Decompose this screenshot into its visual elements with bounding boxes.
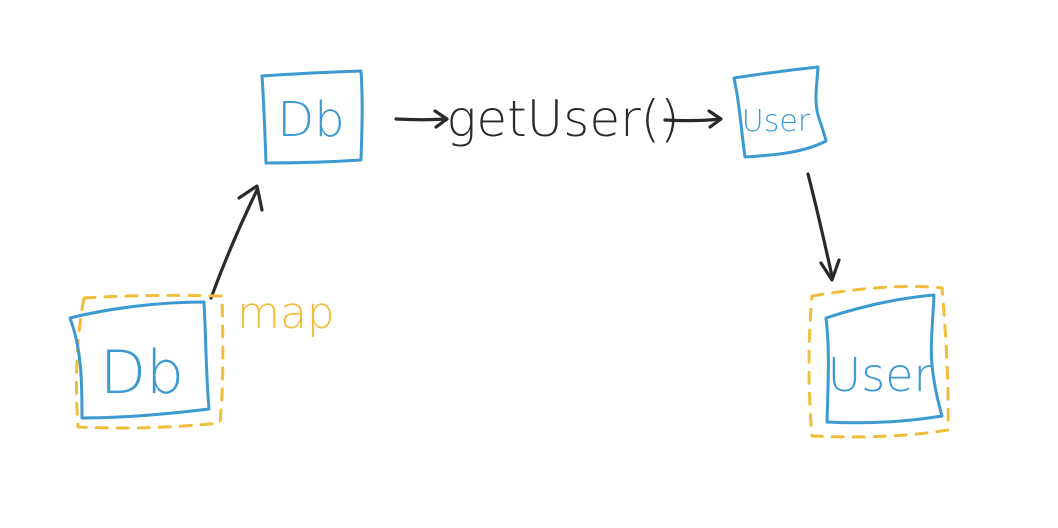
arrow-db-to-getuser <box>394 109 449 129</box>
arrow-map-db-to-db <box>209 184 264 300</box>
user-node-top-border <box>732 65 828 159</box>
getuser-operation-label: getUser() <box>446 90 679 148</box>
user-container-bottom <box>807 284 950 439</box>
db-node-bottom-label: Db <box>100 338 184 408</box>
db-node-top-border <box>260 69 364 165</box>
db-node-bottom: Db <box>68 300 211 420</box>
user-node-bottom-border <box>824 293 944 425</box>
arrow-getuser-to-user <box>663 109 723 129</box>
db-node-top: Db <box>260 69 364 165</box>
db-container-bottom <box>74 293 225 430</box>
user-node-top: User <box>732 65 828 159</box>
user-node-bottom: User <box>824 293 944 425</box>
user-node-bottom-label: User <box>828 348 933 402</box>
db-node-bottom-border <box>68 300 211 420</box>
user-node-top-label: User <box>742 104 811 139</box>
db-node-top-label: Db <box>277 92 344 148</box>
arrow-user-to-user <box>806 172 841 282</box>
map-operation-label: map <box>237 288 335 339</box>
